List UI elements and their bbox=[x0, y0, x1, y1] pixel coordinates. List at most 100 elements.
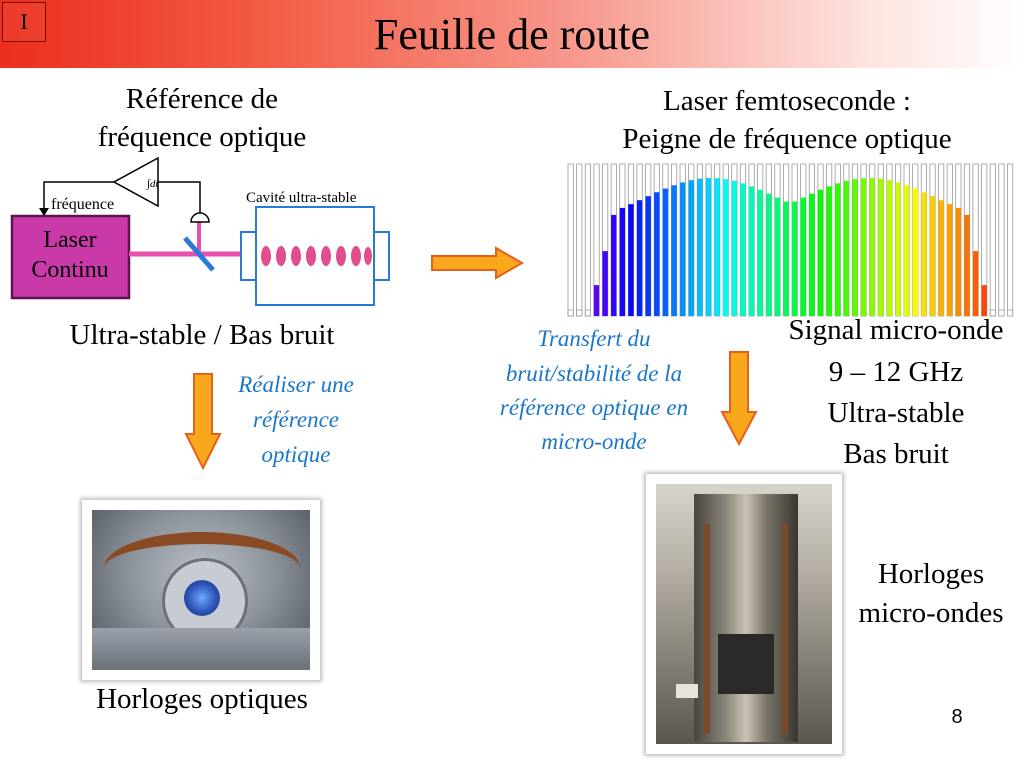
right-arrow-icon bbox=[431, 246, 524, 280]
signal-line2: 9 – 12 GHz bbox=[828, 356, 964, 388]
standing-wave bbox=[261, 246, 372, 266]
comb-tooth bbox=[964, 214, 970, 316]
signal-line1: Signal micro-onde bbox=[788, 314, 1004, 346]
comb-tooth bbox=[878, 178, 884, 316]
comb-tooth bbox=[567, 309, 574, 317]
left-heading-line1: Référence de bbox=[125, 83, 279, 115]
comb-tooth-outline bbox=[998, 163, 1005, 317]
comb-tooth bbox=[895, 182, 901, 316]
optical-clock-photo bbox=[82, 500, 320, 680]
feedback-arrowhead bbox=[39, 208, 49, 216]
comb-tooth bbox=[809, 193, 815, 316]
comb-tooth bbox=[766, 193, 772, 316]
cavity-label: Cavité ultra-stable bbox=[246, 190, 357, 206]
comb-tooth bbox=[843, 180, 850, 316]
comb-tooth bbox=[576, 309, 583, 317]
comb-tooth bbox=[619, 207, 626, 316]
down-arrow-left-icon bbox=[184, 373, 222, 470]
comb-tooth bbox=[860, 178, 867, 316]
title-bar bbox=[0, 0, 1024, 68]
comb-tooth-outline bbox=[576, 163, 583, 317]
comb-tooth bbox=[912, 188, 918, 316]
integrator-symbol: ∫dt bbox=[146, 178, 160, 190]
comb-tooth bbox=[852, 179, 858, 316]
cavity-mirror-left bbox=[240, 231, 257, 281]
signal-line4: Bas bruit bbox=[843, 438, 949, 470]
comb-tooth bbox=[740, 183, 746, 316]
left-note-line1: Réaliser une bbox=[238, 372, 354, 397]
comb-tooth bbox=[998, 309, 1005, 317]
comb-tooth bbox=[593, 285, 600, 316]
integrator-triangle bbox=[112, 156, 159, 208]
laser-box bbox=[10, 214, 131, 300]
signal-line3: Ultra-stable bbox=[827, 397, 965, 429]
left-caption: Ultra-stable / Bas bruit bbox=[69, 319, 335, 351]
frequence-label: fréquence bbox=[51, 196, 114, 213]
laser-label-line2: Continu bbox=[31, 257, 108, 283]
comb-tooth bbox=[921, 192, 927, 316]
feedback-line bbox=[158, 181, 201, 213]
left-note-line3: optique bbox=[261, 442, 331, 467]
comb-tooth bbox=[636, 200, 643, 316]
comb-tooth bbox=[955, 207, 962, 316]
right-heading-line2: Peigne de fréquence optique bbox=[622, 123, 952, 155]
section-badge: I bbox=[2, 2, 46, 42]
comb-tooth bbox=[671, 185, 677, 316]
photodiode-icon bbox=[190, 212, 210, 223]
comb-tooth bbox=[981, 285, 987, 316]
comb-tooth bbox=[886, 180, 893, 316]
comb-tooth bbox=[817, 189, 824, 316]
cw-laser-diagram: Laser Continu ∫dt fréquence Cavité ultra… bbox=[10, 156, 390, 306]
comb-tooth bbox=[697, 178, 703, 316]
comb-tooth-outline bbox=[989, 163, 996, 317]
comb-tooth bbox=[826, 186, 832, 316]
comb-tooth bbox=[731, 180, 738, 316]
comb-tooth-outline bbox=[567, 163, 574, 317]
comb-tooth bbox=[628, 204, 634, 316]
page-number: 8 bbox=[951, 706, 963, 728]
comb-tooth bbox=[645, 196, 651, 316]
down-arrow-right-icon bbox=[720, 351, 758, 446]
comb-tooth bbox=[904, 185, 910, 316]
comb-tooth bbox=[938, 200, 944, 316]
comb-tooth bbox=[662, 188, 669, 316]
beam-splitter bbox=[183, 236, 215, 272]
left-heading-line2: fréquence optique bbox=[97, 121, 307, 153]
comb-tooth bbox=[602, 251, 608, 316]
comb-tooth bbox=[584, 309, 591, 317]
comb-tooth bbox=[757, 189, 763, 316]
slide-title: Feuille de route bbox=[373, 10, 651, 59]
comb-tooth bbox=[792, 201, 798, 316]
comb-tooth bbox=[723, 179, 729, 316]
middle-note-line3: référence optique en bbox=[499, 395, 689, 420]
middle-note-line4: micro-onde bbox=[541, 429, 647, 454]
comb-tooth bbox=[989, 309, 996, 317]
feedback-return-line bbox=[43, 181, 114, 210]
microwave-clock-label-line1: Horloges bbox=[877, 558, 985, 590]
right-heading-line1: Laser femtoseconde : bbox=[662, 85, 911, 117]
comb-tooth bbox=[835, 183, 841, 316]
frequency-comb bbox=[567, 163, 1014, 317]
cavity-mirror-right bbox=[373, 231, 390, 281]
comb-tooth bbox=[714, 178, 720, 316]
left-note-line2: référence bbox=[253, 407, 339, 432]
comb-tooth bbox=[654, 192, 660, 316]
comb-tooth bbox=[800, 197, 806, 316]
comb-tooth bbox=[688, 180, 694, 316]
comb-tooth bbox=[680, 182, 686, 316]
laser-label-line1: Laser bbox=[43, 227, 96, 253]
comb-tooth-outline bbox=[584, 163, 591, 317]
middle-note-line1: Transfert du bbox=[537, 326, 651, 351]
comb-tooth bbox=[929, 196, 936, 316]
middle-note-line2: bruit/stabilité de la bbox=[505, 361, 683, 386]
comb-tooth-outline bbox=[1006, 163, 1014, 317]
comb-tooth bbox=[1006, 309, 1014, 317]
comb-tooth bbox=[972, 251, 979, 316]
comb-tooth bbox=[705, 178, 712, 316]
optical-clock-caption: Horloges optiques bbox=[96, 683, 308, 715]
microwave-clock-label-line2: micro-ondes bbox=[858, 597, 1004, 629]
comb-tooth bbox=[611, 214, 617, 316]
comb-tooth bbox=[783, 201, 789, 316]
microwave-clock-photo bbox=[646, 474, 842, 754]
comb-tooth bbox=[947, 204, 953, 316]
